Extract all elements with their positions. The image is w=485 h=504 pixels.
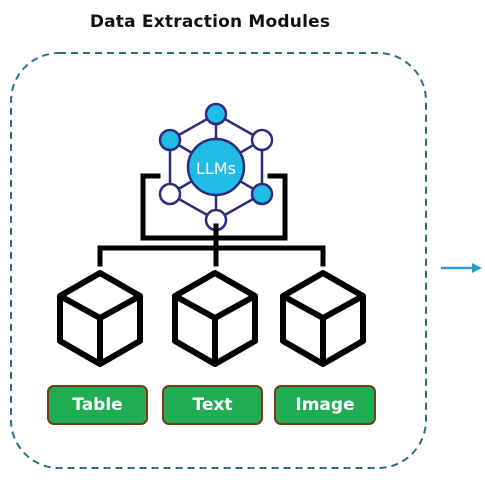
cube-icon — [57, 270, 143, 367]
hub-label: LLMs — [196, 159, 236, 178]
hub-core — [186, 137, 246, 197]
arrow-right-icon — [441, 263, 482, 273]
cube-icon — [172, 270, 258, 367]
module-table: Table — [47, 385, 148, 425]
module-text: Text — [162, 385, 263, 425]
diagram-title: Data Extraction Modules — [89, 12, 331, 32]
module-image: Image — [274, 385, 376, 425]
cube-icon — [280, 270, 366, 367]
tree-connectors — [97, 173, 326, 267]
modules-frame — [10, 52, 427, 469]
neural-network-hexagon-icon — [158, 102, 274, 232]
